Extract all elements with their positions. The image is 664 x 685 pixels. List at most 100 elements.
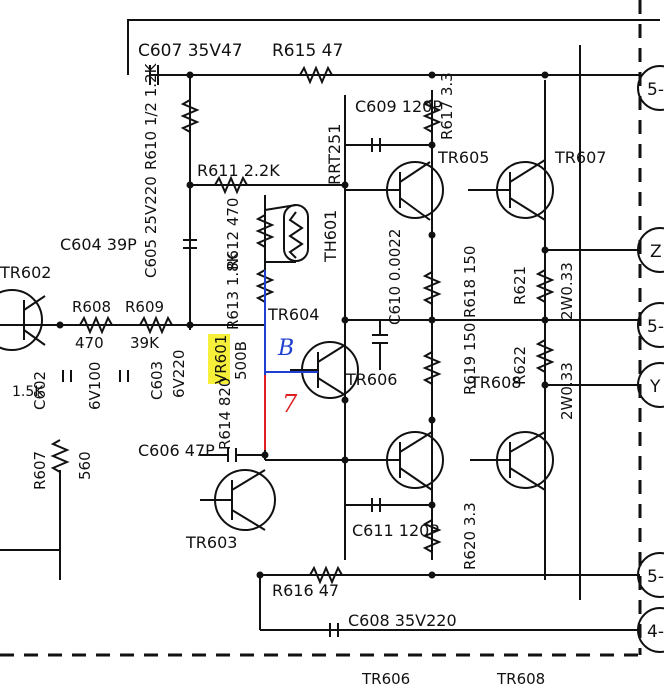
c602-capacitor xyxy=(62,370,72,382)
tr602-transistor xyxy=(0,289,46,351)
junction-dot xyxy=(541,381,549,389)
tr604-transistor xyxy=(290,341,359,399)
label-tr602: TR602 xyxy=(0,263,51,282)
label-tr605: TR605 xyxy=(437,148,489,167)
label-r607-value: 560 xyxy=(76,451,94,480)
label-c602: C602 xyxy=(31,371,49,410)
junction-dot xyxy=(56,321,64,329)
th601-element xyxy=(288,211,304,259)
handwritten-b: B xyxy=(277,336,294,361)
label-r610: R610 1/2 1.2K xyxy=(142,62,160,170)
junction-dot xyxy=(341,316,349,324)
r613-resistor xyxy=(255,269,275,303)
c611-capacitor xyxy=(371,498,381,512)
c606-capacitor xyxy=(200,448,265,462)
junction-dot xyxy=(428,71,436,79)
r618-resistor xyxy=(422,271,442,305)
r615-resistor xyxy=(299,65,333,85)
top-rail xyxy=(127,19,660,75)
junction-dot xyxy=(256,571,264,579)
label-r617: R617 3.3 xyxy=(438,72,456,140)
c608-capacitor xyxy=(329,623,339,637)
connector-label-1: 5- xyxy=(647,80,664,100)
label-bottom-tr606: TR606 xyxy=(361,670,410,685)
label-tr604: TR604 xyxy=(267,305,319,324)
label-tr608-inline: TR608 xyxy=(469,373,521,392)
label-r621: R621 xyxy=(511,266,529,305)
label-r619: R619 150 xyxy=(461,323,479,395)
junction-dot xyxy=(541,71,549,79)
label-c611: C611 120P xyxy=(352,521,439,540)
label-r618: R618 150 xyxy=(461,246,479,318)
r612-resistor xyxy=(255,214,275,248)
r622-resistor xyxy=(535,339,555,373)
label-c603-value: 6V220 xyxy=(170,350,188,398)
c605-capacitor xyxy=(183,239,197,249)
junction-dot xyxy=(541,246,549,254)
label-r607: R607 xyxy=(31,451,49,490)
junction-dot xyxy=(261,451,269,459)
label-vr601: VR601 xyxy=(212,335,230,384)
label-r620: R620 3.3 xyxy=(461,502,479,570)
label-c608: C608 35V220 xyxy=(348,611,457,630)
vr601-highlight xyxy=(208,334,230,384)
r608-resistor xyxy=(79,315,113,335)
connector-label-2: Z xyxy=(650,242,662,262)
c609-capacitor xyxy=(371,138,381,152)
th601-leads xyxy=(264,204,297,263)
junction-dot xyxy=(341,181,349,189)
connector-6 xyxy=(637,607,664,653)
connector-3 xyxy=(637,302,664,348)
label-r622: R622 xyxy=(511,346,529,385)
r619-resistor xyxy=(422,351,442,385)
junction-dot xyxy=(428,501,436,509)
r621-resistor xyxy=(535,269,555,303)
tr607-transistor xyxy=(468,159,554,221)
junction-dot xyxy=(186,181,194,189)
label-1k5: 1.5K xyxy=(12,384,44,400)
label-c610: C610 0.0022 xyxy=(386,229,404,325)
junction-dot xyxy=(541,316,549,324)
r610-resistor xyxy=(180,99,200,133)
label-tr607: TR607 xyxy=(554,148,606,167)
label-r613: R613 1.8K xyxy=(224,251,242,330)
label-c607: C607 35V47 xyxy=(138,41,243,61)
connector-1 xyxy=(637,65,664,111)
label-r611: R611 2.2K xyxy=(197,161,280,180)
label-vr601-value: 500B xyxy=(232,341,250,380)
r616-resistor xyxy=(309,565,343,585)
label-c606: C606 47P xyxy=(138,441,215,460)
label-c609: C609 120P xyxy=(355,97,442,116)
connector-4 xyxy=(637,362,664,408)
junction-dot xyxy=(186,321,194,329)
label-r609-value: 39K xyxy=(130,334,160,352)
junction-dot xyxy=(428,141,436,149)
label-tr606-inline: TR606 xyxy=(345,370,397,389)
r607-resistor xyxy=(50,439,70,473)
r611-resistor xyxy=(214,175,248,195)
c603-capacitor xyxy=(119,370,129,382)
c610-capacitor xyxy=(372,320,388,370)
connector-label-4: Y xyxy=(649,377,661,397)
junction-dot xyxy=(428,416,436,424)
connector-label-5: 5- xyxy=(647,567,664,587)
junction-dot xyxy=(186,71,194,79)
tr606-transistor xyxy=(345,431,444,491)
tr605-transistor xyxy=(345,161,444,221)
label-c605: C605 25V220 xyxy=(142,176,160,278)
label-r621-value: 2W0.33 xyxy=(558,262,576,320)
label-r608-value: 470 xyxy=(75,334,104,352)
label-r608: R608 xyxy=(72,298,111,316)
label-r622-value: 2W0.33 xyxy=(558,362,576,420)
label-rrt251: RRT251 xyxy=(325,124,344,185)
label-c603: C603 xyxy=(148,361,166,400)
label-c602-value: 6V100 xyxy=(86,362,104,410)
label-r616: R616 47 xyxy=(272,581,339,600)
label-c604: C604 39P xyxy=(60,235,137,254)
connector-label-3: 5- xyxy=(647,317,664,337)
junction-dot xyxy=(428,316,436,324)
label-r612: R612 470 xyxy=(224,198,242,270)
r617-resistor xyxy=(422,99,442,133)
